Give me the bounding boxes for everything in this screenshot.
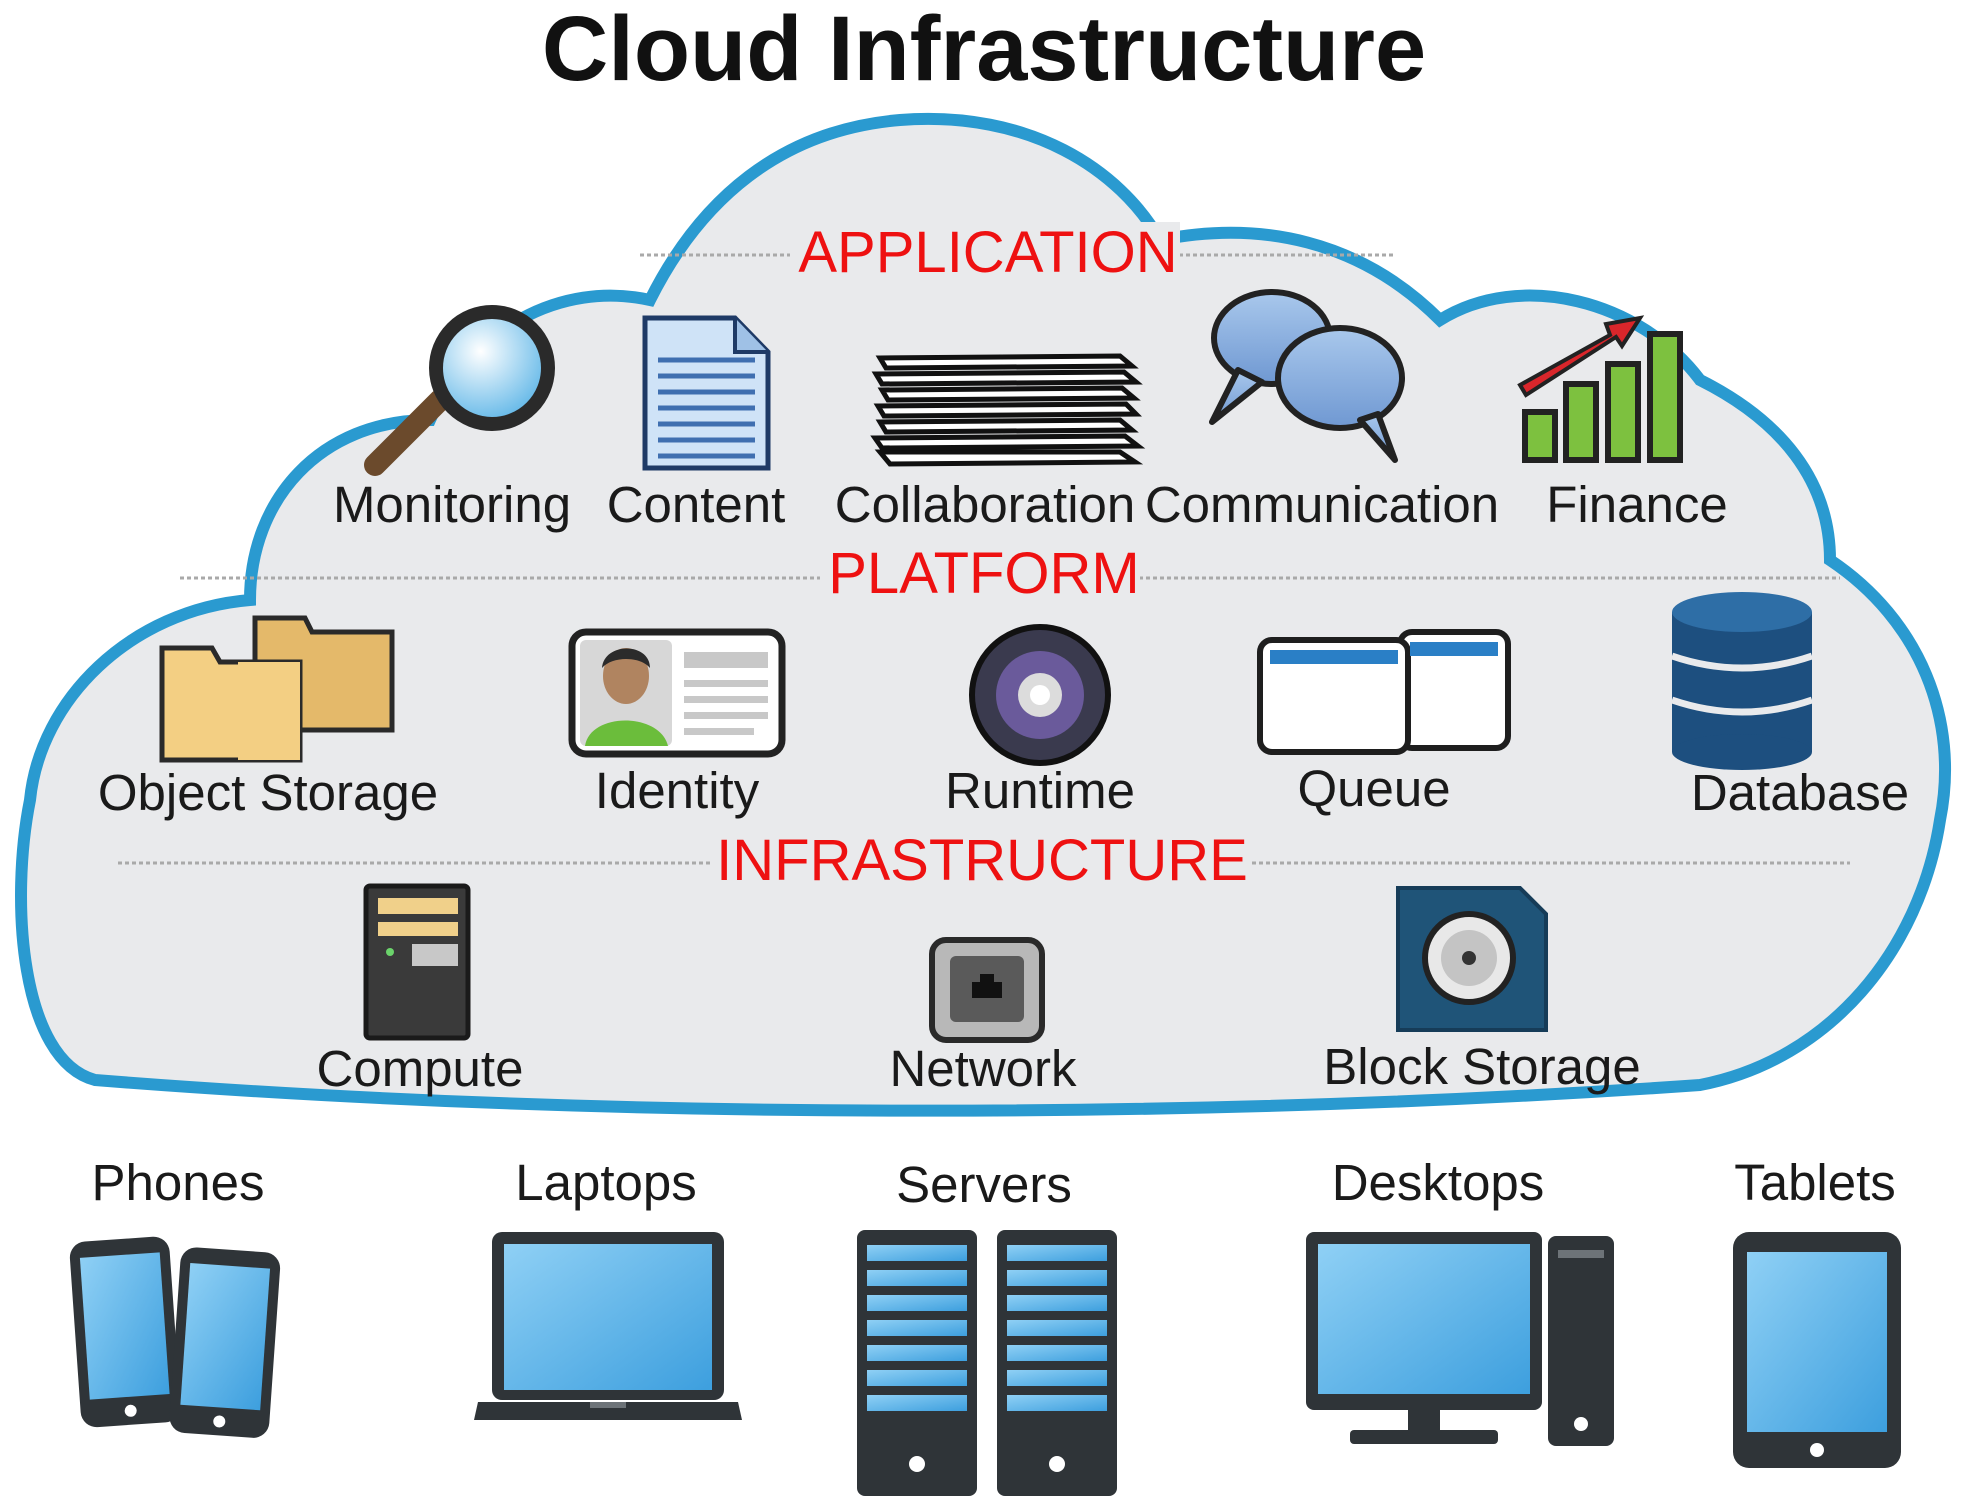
- platform-label-identity: Identity: [595, 762, 760, 819]
- disc-icon: [969, 624, 1111, 766]
- infra-label-compute: Compute: [317, 1040, 524, 1097]
- platform-label-object-storage: Object Storage: [98, 764, 438, 821]
- infra-label-network: Network: [889, 1040, 1077, 1097]
- server-tower-icon: [363, 883, 471, 1041]
- speech-bubbles-icon: [1209, 289, 1405, 463]
- server-racks-icon: [857, 1230, 1117, 1496]
- section-label-platform: PLATFORM: [828, 541, 1140, 606]
- infra-label-block-storage: Block Storage: [1323, 1038, 1641, 1095]
- device-label-servers: Servers: [896, 1156, 1072, 1213]
- tablet-icon: [1733, 1232, 1901, 1468]
- hard-drive-icon: [1396, 886, 1548, 1032]
- app-label-communication: Communication: [1145, 476, 1499, 533]
- database-icon: [1670, 592, 1814, 770]
- app-label-monitoring: Monitoring: [333, 476, 571, 533]
- section-label-infrastructure: INFRASTRUCTURE: [716, 828, 1248, 893]
- network-port-icon: [929, 937, 1045, 1043]
- diagram-title: Cloud Infrastructure: [542, 0, 1426, 100]
- section-label-application: APPLICATION: [798, 220, 1177, 285]
- document-icon: [642, 315, 771, 471]
- phones-icon: [69, 1236, 281, 1438]
- platform-label-runtime: Runtime: [945, 762, 1135, 819]
- growth-chart-icon: [1517, 315, 1683, 463]
- folders-icon: [159, 615, 395, 763]
- device-label-laptops: Laptops: [515, 1154, 697, 1211]
- id-card-icon: [568, 628, 786, 758]
- desktop-icon: [1306, 1232, 1614, 1446]
- device-label-desktops: Desktops: [1332, 1154, 1545, 1211]
- app-label-collaboration: Collaboration: [835, 476, 1136, 533]
- device-label-phones: Phones: [92, 1154, 265, 1211]
- magnifier-icon: [364, 305, 555, 476]
- platform-label-database: Database: [1691, 764, 1909, 821]
- paper-stack-icon: [870, 353, 1146, 467]
- platform-label-queue: Queue: [1297, 760, 1450, 817]
- laptop-icon: [474, 1232, 742, 1420]
- app-label-content: Content: [607, 476, 786, 533]
- app-label-finance: Finance: [1546, 476, 1727, 533]
- device-label-tablets: Tablets: [1734, 1154, 1896, 1211]
- windows-icon: [1257, 629, 1511, 755]
